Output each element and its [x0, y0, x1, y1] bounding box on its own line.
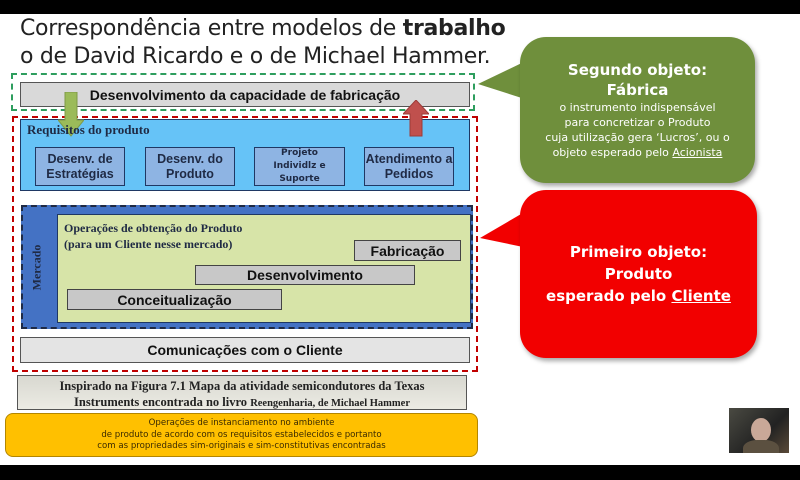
- stage-desenvolvimento: Desenvolvimento: [195, 265, 415, 285]
- stage-fabricacao: Fabricação: [354, 240, 461, 261]
- cliente-link: Cliente: [671, 287, 731, 305]
- mercado-label: Mercado: [29, 244, 44, 290]
- acionista-link: Acionista: [672, 146, 723, 159]
- green-callout-tail: [478, 60, 528, 100]
- stage-conceitualizacao: Conceitualização: [67, 289, 282, 310]
- red-callout-tail: [480, 210, 528, 248]
- req-item-atendimento: Atendimento a Pedidos: [364, 147, 454, 186]
- fabrica-frame: [11, 73, 475, 111]
- req-item-estrategias: Desenv. de Estratégias: [35, 147, 125, 186]
- capacity-bar: Desenvolvimento da capacidade de fabrica…: [20, 82, 470, 107]
- produto-frame: [12, 116, 478, 372]
- webcam-thumbnail: [729, 408, 789, 453]
- arrow-up-icon: [403, 100, 429, 137]
- communications-bar: Comunicações com o Cliente: [20, 337, 470, 363]
- arrow-down-icon: [58, 92, 84, 137]
- slide-title-line2: o de David Ricardo e o de Michael Hammer…: [20, 44, 491, 69]
- callout-segundo-objeto: Segundo objeto: Fábrica o instrumento in…: [520, 37, 755, 183]
- operacoes-heading: Operações de obtenção do Produto(para um…: [64, 221, 243, 251]
- person-shoulders: [743, 440, 779, 453]
- source-note: Inspirado na Figura 7.1 Mapa da atividad…: [17, 375, 467, 410]
- slide-title-line1: Correspondência entre modelos de trabalh…: [20, 16, 506, 41]
- person-icon: [751, 418, 771, 442]
- req-item-produto: Desenv. do Produto: [145, 147, 235, 186]
- req-item-projeto: Projeto Individlz e Suporte: [254, 147, 345, 186]
- requisitos-heading: Requisitos do produto: [27, 122, 150, 137]
- callout-primeiro-objeto: Primeiro objeto: Produto esperado pelo C…: [520, 190, 757, 358]
